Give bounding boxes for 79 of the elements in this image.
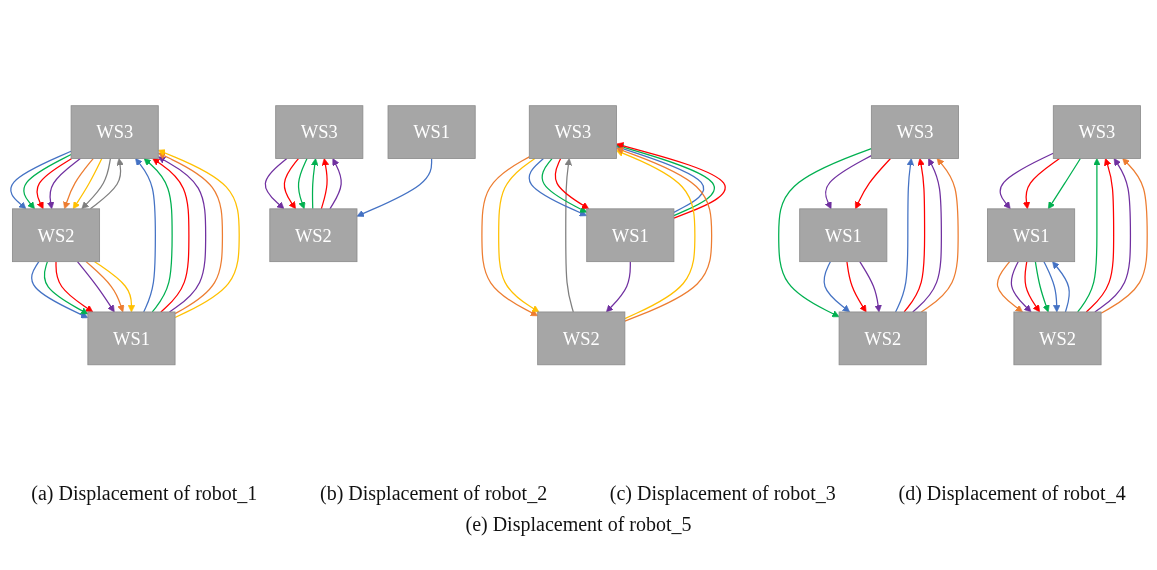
arrow	[854, 157, 891, 209]
arrow	[822, 260, 850, 313]
arrow	[996, 260, 1023, 313]
arrow	[528, 157, 587, 217]
arrow	[72, 157, 102, 209]
node-box: WS1	[986, 208, 1075, 262]
arrow	[615, 149, 696, 319]
arrow	[1034, 260, 1050, 313]
node-box: WS1	[86, 311, 175, 365]
arrow	[554, 157, 589, 209]
arrow	[1047, 157, 1081, 209]
node-box: WS2	[268, 208, 357, 262]
node-box: WS3	[870, 105, 959, 159]
arrow	[84, 260, 124, 313]
arrow	[1051, 261, 1070, 313]
arrow	[297, 157, 308, 209]
arrow	[894, 157, 914, 313]
node-box: WS3	[274, 105, 363, 159]
node-box: WS3	[1052, 105, 1141, 159]
arrow	[134, 157, 156, 313]
arrow	[143, 157, 173, 313]
figure-caption: (a) Displacement of robot_1	[31, 482, 258, 505]
node-box: WS2	[838, 311, 927, 365]
arrow	[80, 157, 111, 209]
figure-caption: (e) Displacement of robot_5	[465, 513, 692, 536]
arrow	[777, 147, 872, 317]
node-box: WS2	[1013, 311, 1102, 365]
arrow	[480, 155, 538, 316]
figure-caption: (b) Displacement of robot_2	[320, 482, 548, 505]
node-box: WS2	[11, 208, 100, 262]
arrow	[76, 260, 115, 313]
arrow	[328, 157, 342, 210]
arrow	[1042, 260, 1060, 313]
arrow	[824, 154, 872, 209]
arrow	[920, 157, 959, 313]
arrow	[1093, 157, 1131, 313]
arrow	[157, 152, 223, 315]
arrow	[264, 157, 287, 209]
arrow	[1100, 157, 1148, 314]
arrow	[320, 157, 329, 210]
arrow	[564, 157, 574, 313]
arrow	[89, 157, 124, 210]
arrow	[30, 260, 88, 318]
arrow	[1023, 260, 1040, 313]
arrow	[356, 157, 432, 217]
arrow	[615, 146, 712, 322]
node-box: WS1	[387, 105, 476, 159]
arrow	[1022, 157, 1060, 209]
arrow	[157, 156, 206, 313]
node-box: WS1	[798, 208, 887, 262]
arrow	[1085, 157, 1114, 313]
arrow	[845, 260, 866, 313]
arrow	[605, 260, 631, 313]
arrow	[858, 260, 882, 313]
arrow	[151, 157, 190, 313]
arrow	[999, 152, 1054, 209]
arrow	[9, 150, 72, 209]
arrow	[46, 157, 81, 209]
figure-caption: (c) Displacement of robot_3	[609, 482, 836, 505]
arrow	[43, 260, 88, 315]
node-box: WS3	[70, 105, 159, 159]
arrow	[54, 260, 93, 313]
arrow	[903, 157, 925, 313]
arrow	[497, 157, 539, 313]
arrow	[283, 157, 299, 209]
arrow	[1010, 260, 1031, 313]
node-box: WS2	[536, 311, 625, 365]
arrow	[541, 157, 587, 213]
figure-caption: (d) Displacement of robot_4	[898, 482, 1126, 505]
arrow	[1076, 157, 1101, 313]
arrow	[22, 153, 72, 209]
arrow	[62, 157, 94, 209]
arrow	[35, 157, 72, 209]
arrow	[157, 149, 240, 318]
arrow	[93, 260, 135, 313]
node-box: WS3	[528, 105, 617, 159]
arrow	[310, 157, 318, 210]
arrow	[911, 157, 942, 313]
node-box: WS1	[585, 208, 674, 262]
